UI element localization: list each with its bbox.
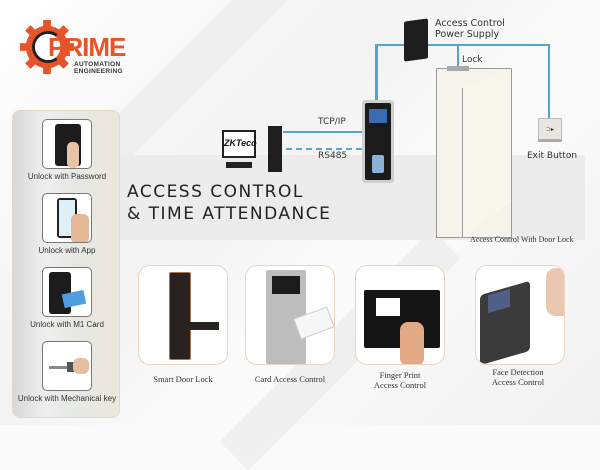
keypad-icon bbox=[42, 119, 92, 169]
product-face-detection bbox=[475, 265, 565, 365]
exit-button-label: Exit Button bbox=[527, 151, 578, 161]
computer-stand bbox=[226, 162, 252, 168]
unlock-label: Unlock with App bbox=[38, 246, 96, 255]
wire-rs485 bbox=[286, 148, 362, 150]
wire-exit-button bbox=[548, 44, 550, 119]
wire-lock bbox=[457, 44, 459, 66]
brand-subtitle-line1: AUTOMATION bbox=[74, 61, 121, 68]
tcpip-label: TCP/IP bbox=[318, 117, 346, 127]
unlock-methods-panel: Unlock with Password Unlock with App Unl… bbox=[12, 110, 120, 418]
pc-brand: ZKTeco bbox=[224, 132, 257, 156]
unlock-method-key: Unlock with Mechanical key bbox=[13, 341, 119, 403]
lock-icon bbox=[447, 66, 469, 71]
gear-icon bbox=[19, 19, 75, 75]
product-label-line2: Access Control bbox=[491, 377, 545, 387]
product-smart-door-lock bbox=[138, 265, 228, 365]
product-label: Finger Print Access Control bbox=[345, 370, 455, 390]
unlock-method-card: Unlock with M1 Card bbox=[13, 267, 119, 329]
power-supply-icon bbox=[404, 18, 428, 62]
power-supply-label-line1: Access Control bbox=[435, 18, 505, 29]
brand-name: PRIME bbox=[48, 32, 126, 62]
power-supply-label: Access Control Power Supply bbox=[435, 18, 505, 40]
unlock-method-app: Unlock with App bbox=[13, 193, 119, 255]
product-label: Card Access Control bbox=[254, 374, 326, 384]
brand-subtitle: AUTOMATION ENGINEERING bbox=[74, 61, 123, 75]
unlock-label: Unlock with Mechanical key bbox=[17, 394, 117, 403]
product-label-line1: Finger Print bbox=[379, 370, 421, 380]
wire-tcpip bbox=[283, 131, 363, 133]
title-line1: ACCESS CONTROL bbox=[127, 182, 304, 202]
power-supply-label-line2: Power Supply bbox=[435, 29, 500, 40]
card-icon bbox=[42, 267, 92, 317]
wire-terminal-psu bbox=[375, 44, 378, 102]
pc-tower-icon bbox=[268, 126, 282, 172]
key-icon bbox=[42, 341, 92, 391]
lock-label: Lock bbox=[462, 55, 483, 65]
brand-logo: PRIME AUTOMATION ENGINEERING bbox=[18, 18, 128, 78]
product-card-access bbox=[245, 265, 335, 365]
unlock-label: Unlock with M1 Card bbox=[30, 320, 104, 329]
product-label-line2: Access Control bbox=[373, 380, 427, 390]
page-title: ACCESS CONTROL & TIME ATTENDANCE bbox=[127, 181, 331, 225]
computer-icon: ZKTeco bbox=[222, 130, 257, 158]
phone-icon bbox=[42, 193, 92, 243]
product-label: Smart Door Lock bbox=[153, 374, 213, 384]
door-caption: Access Control With Door Lock bbox=[470, 235, 574, 244]
unlock-method-password: Unlock with Password bbox=[13, 119, 119, 181]
brand-subtitle-line2: ENGINEERING bbox=[74, 68, 123, 75]
title-line2: & TIME ATTENDANCE bbox=[127, 204, 332, 224]
product-label: Face Detection Access Control bbox=[463, 367, 573, 387]
product-label-line1: Face Detection bbox=[492, 367, 544, 377]
rs485-label: RS485 bbox=[318, 151, 348, 161]
product-fingerprint bbox=[355, 265, 445, 365]
access-terminal-icon bbox=[362, 100, 394, 183]
wire-top bbox=[375, 44, 549, 46]
unlock-label: Unlock with Password bbox=[27, 172, 107, 181]
exit-button-icon: ⊃▸ bbox=[538, 118, 562, 142]
